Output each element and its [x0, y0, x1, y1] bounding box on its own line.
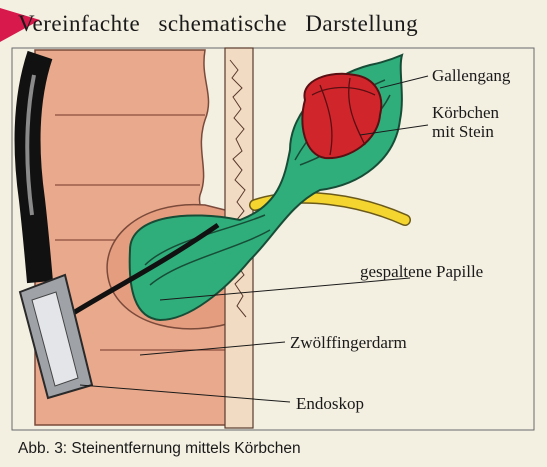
label-duodenum: Zwölffingerdarm	[290, 333, 407, 352]
figure-caption: Abb. 3: Steinentfernung mittels Körbchen	[18, 440, 301, 458]
label-gallengang: Gallengang	[432, 66, 510, 85]
label-koerbchen-line1: Körbchen	[432, 103, 499, 122]
label-koerbchen-line2: mit Stein	[432, 122, 494, 141]
diagram-title: Vereinfachte schematische Darstellung	[18, 11, 418, 37]
label-endoskop: Endoskop	[296, 394, 364, 413]
label-papille: gespaltene Papille	[360, 262, 483, 281]
